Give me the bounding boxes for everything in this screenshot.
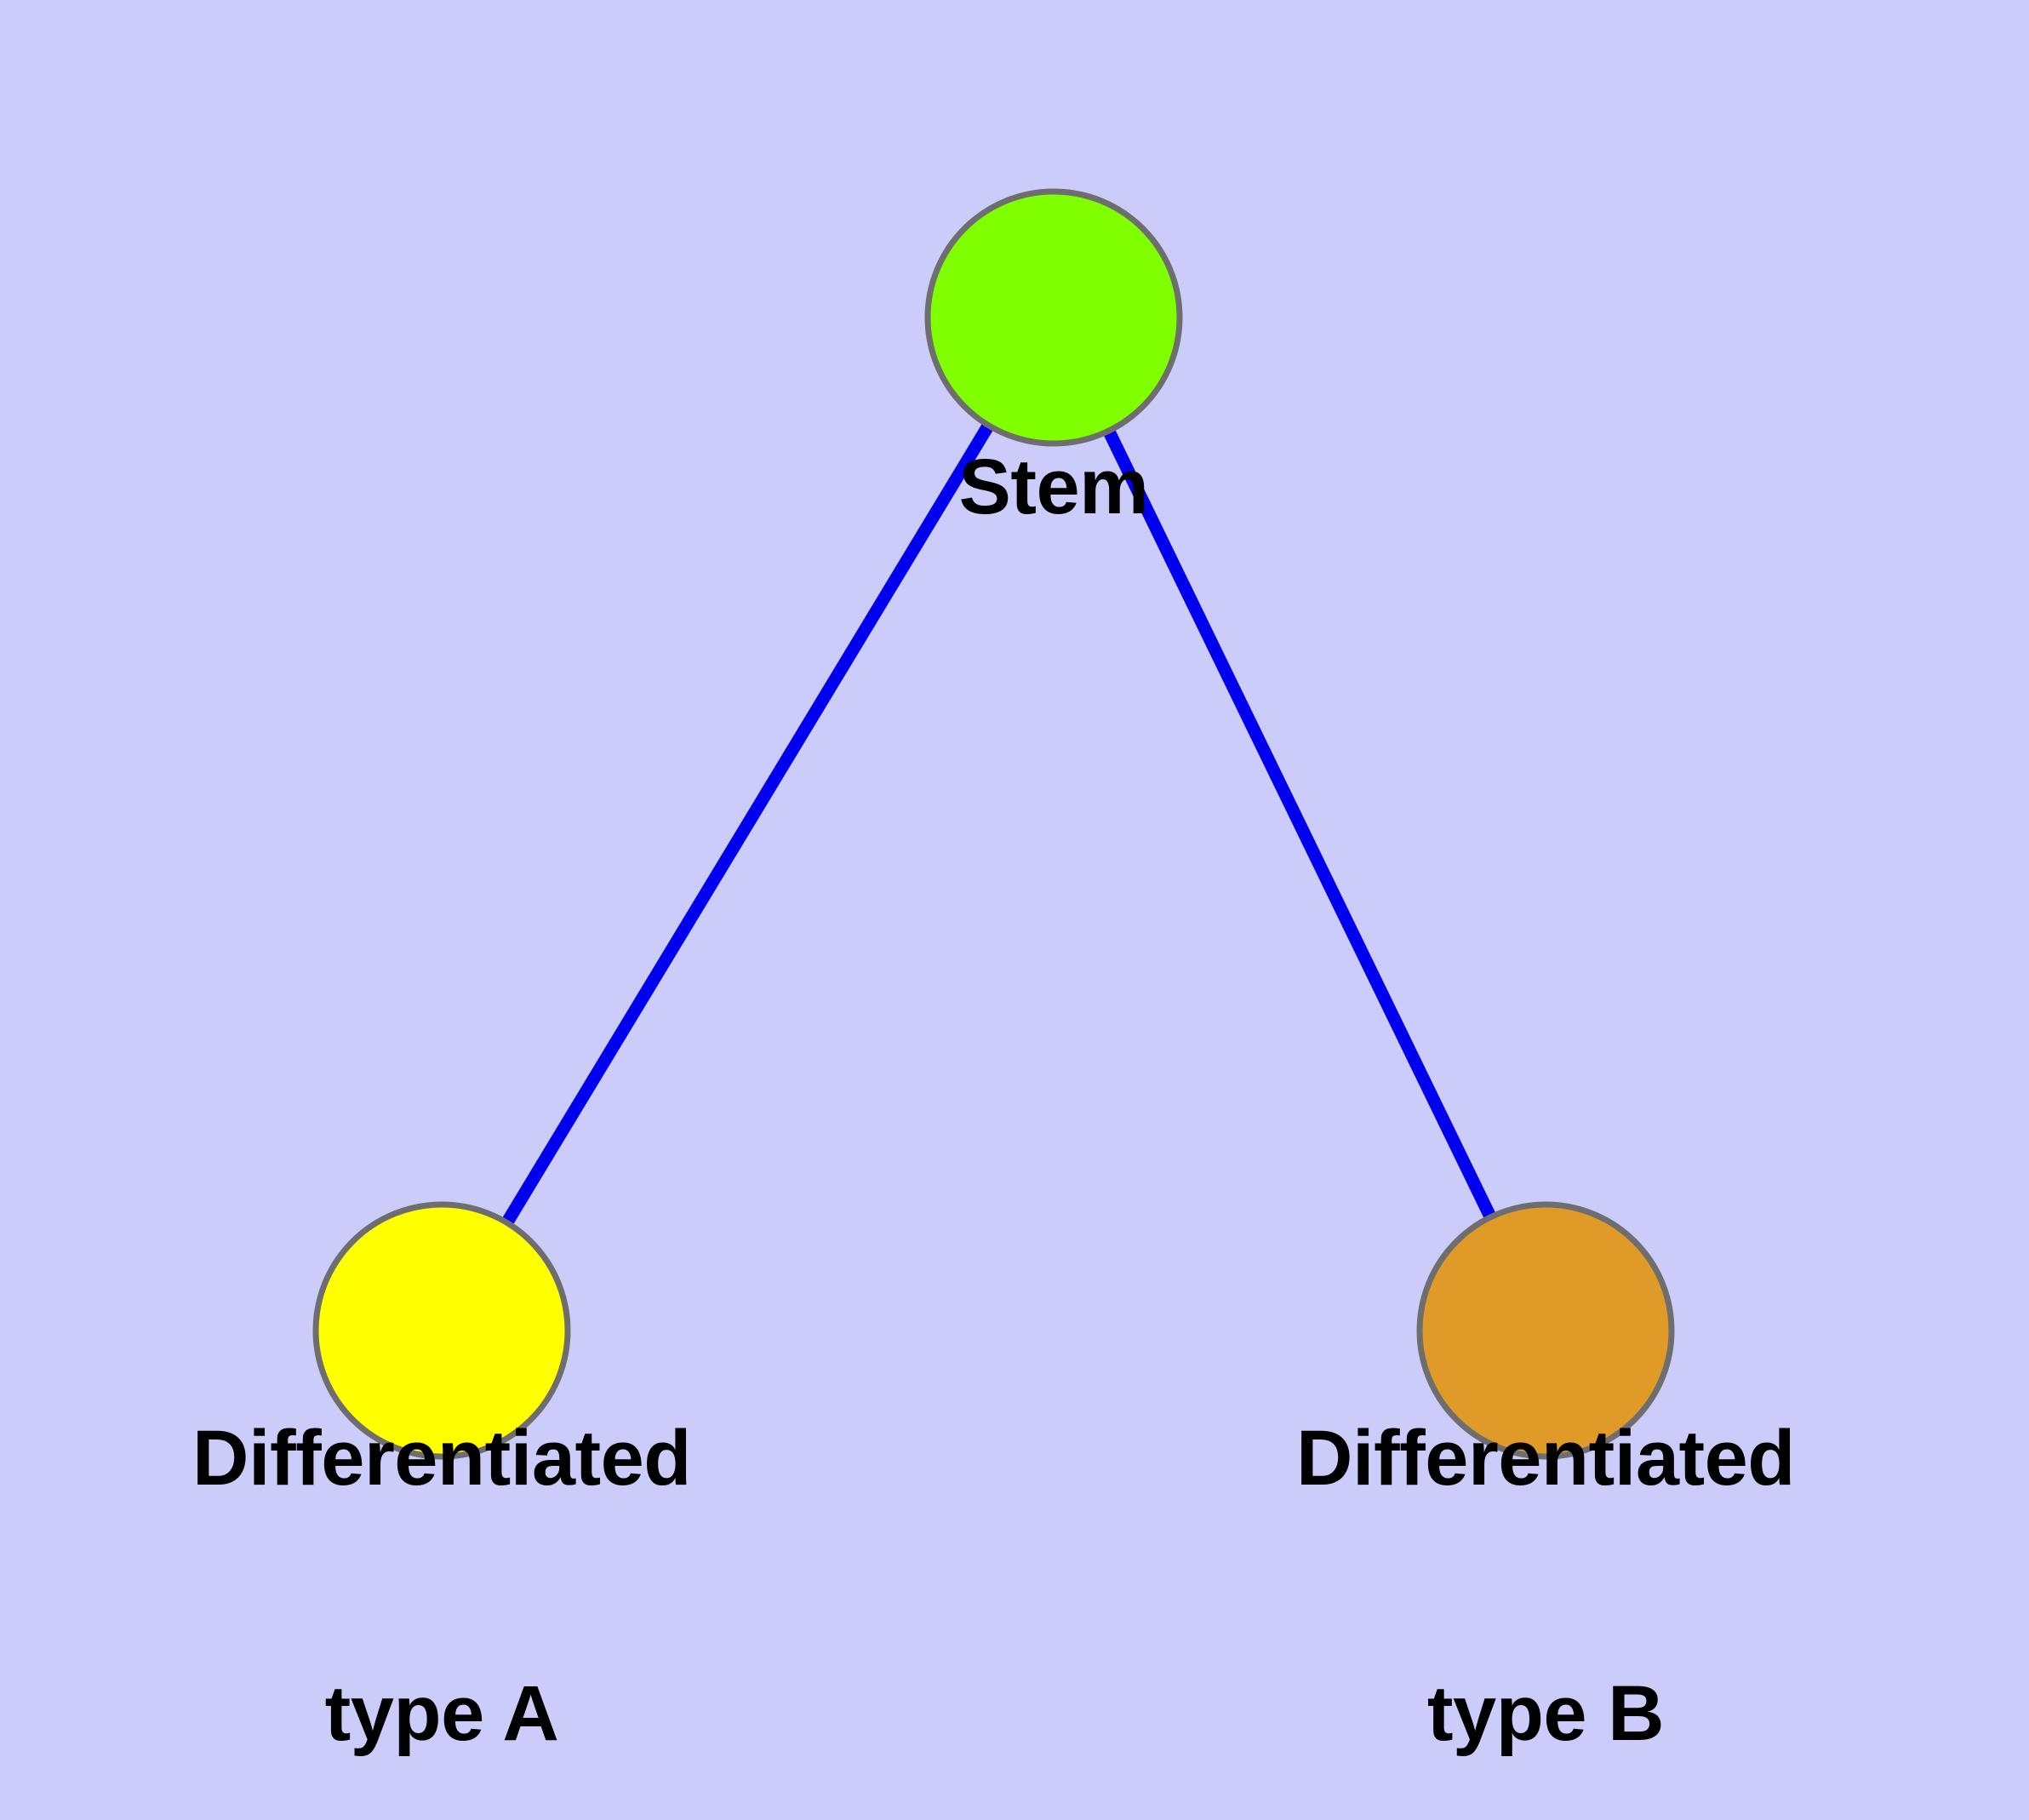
edge-stem-to-diff-b[interactable] — [1102, 427, 1497, 1221]
node-layer — [312, 188, 1675, 1460]
edge-layer — [501, 421, 1497, 1227]
node-differentiated-type-a-circle[interactable] — [312, 1201, 571, 1460]
edge-stem-to-diff-a[interactable] — [501, 421, 994, 1227]
node-stem-circle[interactable] — [924, 188, 1183, 447]
node-differentiated-type-b-circle[interactable] — [1416, 1201, 1675, 1460]
